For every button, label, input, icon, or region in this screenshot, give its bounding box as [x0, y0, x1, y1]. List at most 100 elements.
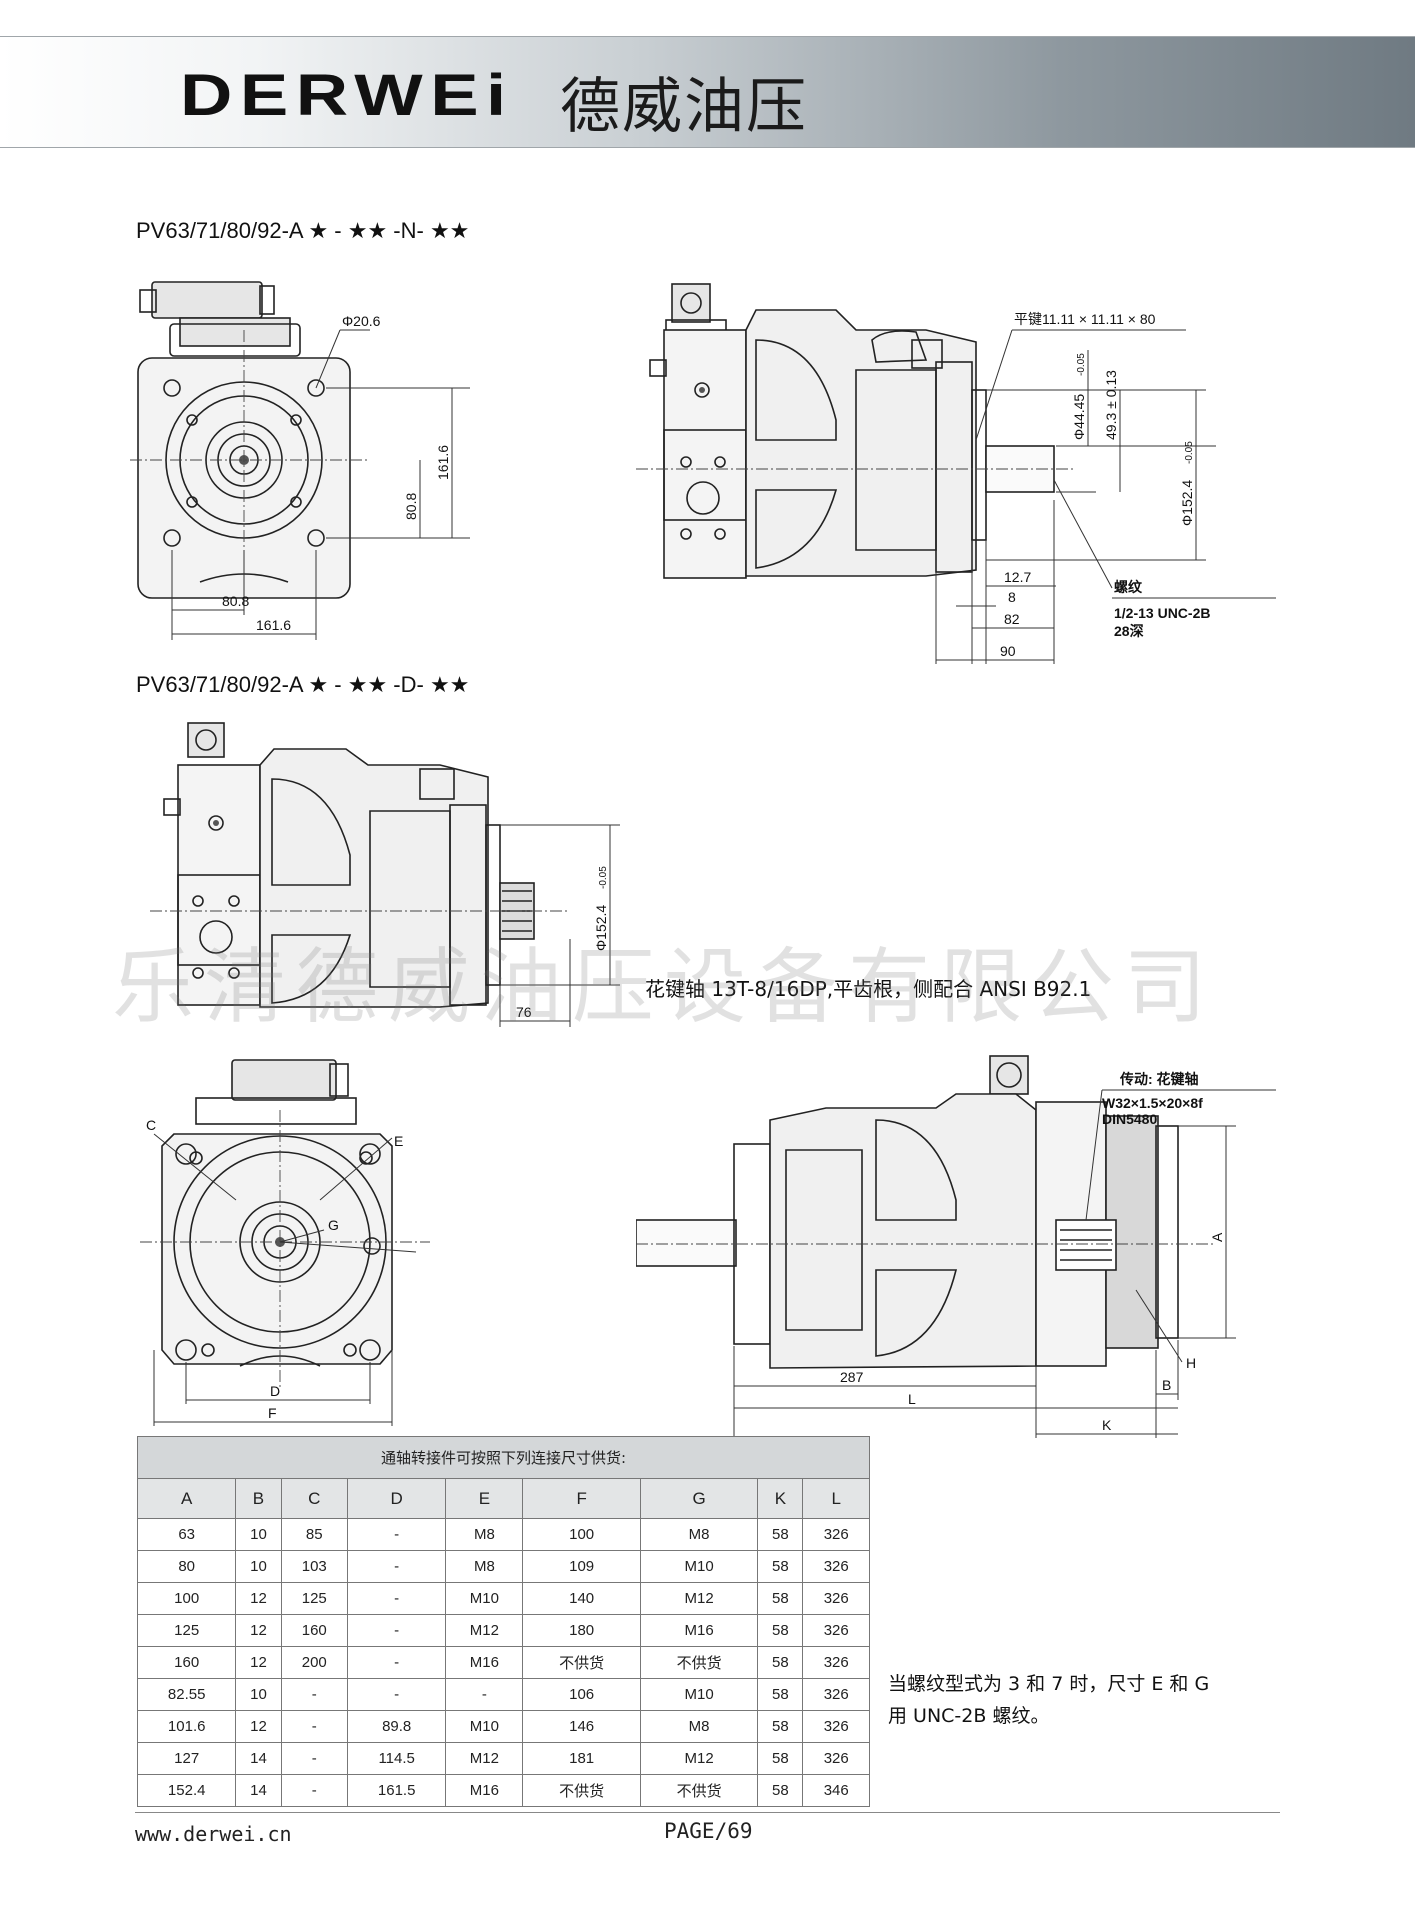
dim-horizontal-161-6: 161.6 — [256, 617, 291, 633]
page-number: PAGE/69 — [664, 1819, 753, 1843]
table-cell: - — [346, 1582, 447, 1615]
table-cell: 58 — [757, 1550, 804, 1583]
table-cell: 200 — [280, 1646, 348, 1679]
dim-82: 82 — [1004, 611, 1020, 627]
table-cell: 58 — [757, 1742, 804, 1775]
table-cell: 12 — [235, 1582, 282, 1615]
table-cell: 58 — [757, 1614, 804, 1647]
dim-49-3: 49.3 ± 0.13 — [1103, 370, 1119, 440]
col-header-l: L — [802, 1478, 870, 1519]
dim-76: 76 — [516, 1004, 532, 1020]
dim-phi-152-4-tol: -0.05 — [1184, 441, 1195, 464]
label-e: E — [394, 1133, 403, 1149]
table-cell: M12 — [445, 1614, 524, 1647]
table-cell: 101.6 — [136, 1710, 237, 1743]
table-cell: 14 — [235, 1774, 282, 1807]
label-a: A — [1209, 1232, 1225, 1242]
table-cell: 160 — [136, 1646, 237, 1679]
table-cell: 不供货 — [639, 1646, 759, 1679]
table-cell: 10 — [235, 1550, 282, 1583]
table-cell: 180 — [522, 1614, 641, 1647]
table-cell: 100 — [136, 1582, 237, 1615]
table-cell: 109 — [522, 1550, 641, 1583]
dim-phi-44-45: Φ44.45 — [1071, 394, 1087, 440]
table-cell: 326 — [802, 1614, 870, 1647]
table-cell: M8 — [639, 1518, 759, 1551]
label-g: G — [328, 1217, 339, 1233]
pump-front-view-drawing: Φ20.6 161.6 80.8 80.8 161.6 — [130, 281, 470, 640]
table-cell: 114.5 — [346, 1742, 447, 1775]
pump-side-view-d-drawing: Φ152.4 -0.05 76 — [150, 722, 620, 1027]
spline-shaft-note: 花键轴 13T-8/16DP,平齿根，侧配合 ANSI B92.1 — [645, 977, 1092, 1001]
table-cell: 127 — [136, 1742, 237, 1775]
table-cell: 10 — [235, 1678, 282, 1711]
table-cell: 不供货 — [639, 1774, 759, 1807]
label-f: F — [268, 1405, 277, 1421]
table-header-row: A B C D E F G K L — [136, 1478, 870, 1519]
label-h: H — [1186, 1355, 1196, 1371]
dim-phi-20-6: Φ20.6 — [342, 313, 381, 329]
table-cell: 181 — [522, 1742, 641, 1775]
drive-spec: W32×1.5×20×8f — [1102, 1095, 1203, 1111]
table-cell: 346 — [802, 1774, 870, 1807]
table-cell: 14 — [235, 1742, 282, 1775]
dim-phi-152-4: Φ152.4 — [1179, 480, 1195, 526]
table-cell: - — [280, 1774, 348, 1807]
table-cell: 不供货 — [522, 1646, 641, 1679]
thread-note: 当螺纹型式为 3 和 7 时，尺寸 E 和 G用 UNC-2B 螺纹。 — [888, 1673, 1210, 1727]
table-cell: M16 — [445, 1646, 524, 1679]
table-cell: 326 — [802, 1582, 870, 1615]
pump-side-view-drawing: 平键11.11 × 11.11 × 80 Φ44.45 -0.05 49.3 ±… — [636, 283, 1276, 664]
label-l: L — [908, 1391, 916, 1407]
dim-horizontal-80-8: 80.8 — [222, 593, 249, 609]
dim-287: 287 — [840, 1369, 864, 1385]
label-b: B — [1162, 1377, 1171, 1393]
table-caption: 通轴转接件可按照下列连接尺寸供货: — [137, 1436, 870, 1479]
table-cell: M12 — [445, 1742, 524, 1775]
col-header-g: G — [639, 1478, 759, 1519]
table-cell: 103 — [280, 1550, 348, 1583]
through-drive-side-view-drawing: 传动: 花键轴 W32×1.5×20×8f DIN5480 A H 287 L … — [636, 1055, 1276, 1438]
dim-phi-44-45-tol: -0.05 — [1076, 353, 1087, 376]
col-header-e: E — [445, 1478, 524, 1519]
label-drive: 传动: 花键轴 — [1119, 1071, 1199, 1087]
table-cell: M8 — [639, 1710, 759, 1743]
table-cell: M8 — [445, 1518, 524, 1551]
dim-phi-152-4-d: Φ152.4 — [593, 905, 609, 951]
dim-8: 8 — [1008, 589, 1016, 605]
dim-vertical-161-6: 161.6 — [435, 445, 451, 480]
footer-divider — [135, 1812, 1280, 1813]
table-cell: 326 — [802, 1550, 870, 1583]
table-cell: 58 — [757, 1646, 804, 1679]
table-cell: 125 — [136, 1614, 237, 1647]
table-cell: 326 — [802, 1710, 870, 1743]
table-cell: 58 — [757, 1582, 804, 1615]
model-heading-n: PV63/71/80/92-A ★ - ★★ -N- ★★ — [136, 218, 470, 243]
label-c: C — [146, 1117, 156, 1133]
table-cell: - — [346, 1646, 447, 1679]
table-cell: 12 — [235, 1646, 282, 1679]
table-cell: 58 — [757, 1678, 804, 1711]
dim-phi-152-4-d-tol: -0.05 — [598, 866, 609, 889]
through-drive-front-view-drawing: C E G D F — [140, 1059, 430, 1426]
table-cell: 63 — [136, 1518, 237, 1551]
label-thread: 螺纹 — [1114, 579, 1143, 595]
table-cell: 58 — [757, 1710, 804, 1743]
table-cell: - — [346, 1518, 447, 1551]
table-cell: 326 — [802, 1646, 870, 1679]
table-cell: - — [346, 1614, 447, 1647]
table-cell: 12 — [235, 1614, 282, 1647]
table-cell: M16 — [639, 1614, 759, 1647]
table-cell: M10 — [639, 1550, 759, 1583]
table-cell: 100 — [522, 1518, 641, 1551]
dim-key-spec: 平键11.11 × 11.11 × 80 — [1014, 311, 1156, 327]
col-header-f: F — [522, 1478, 641, 1519]
